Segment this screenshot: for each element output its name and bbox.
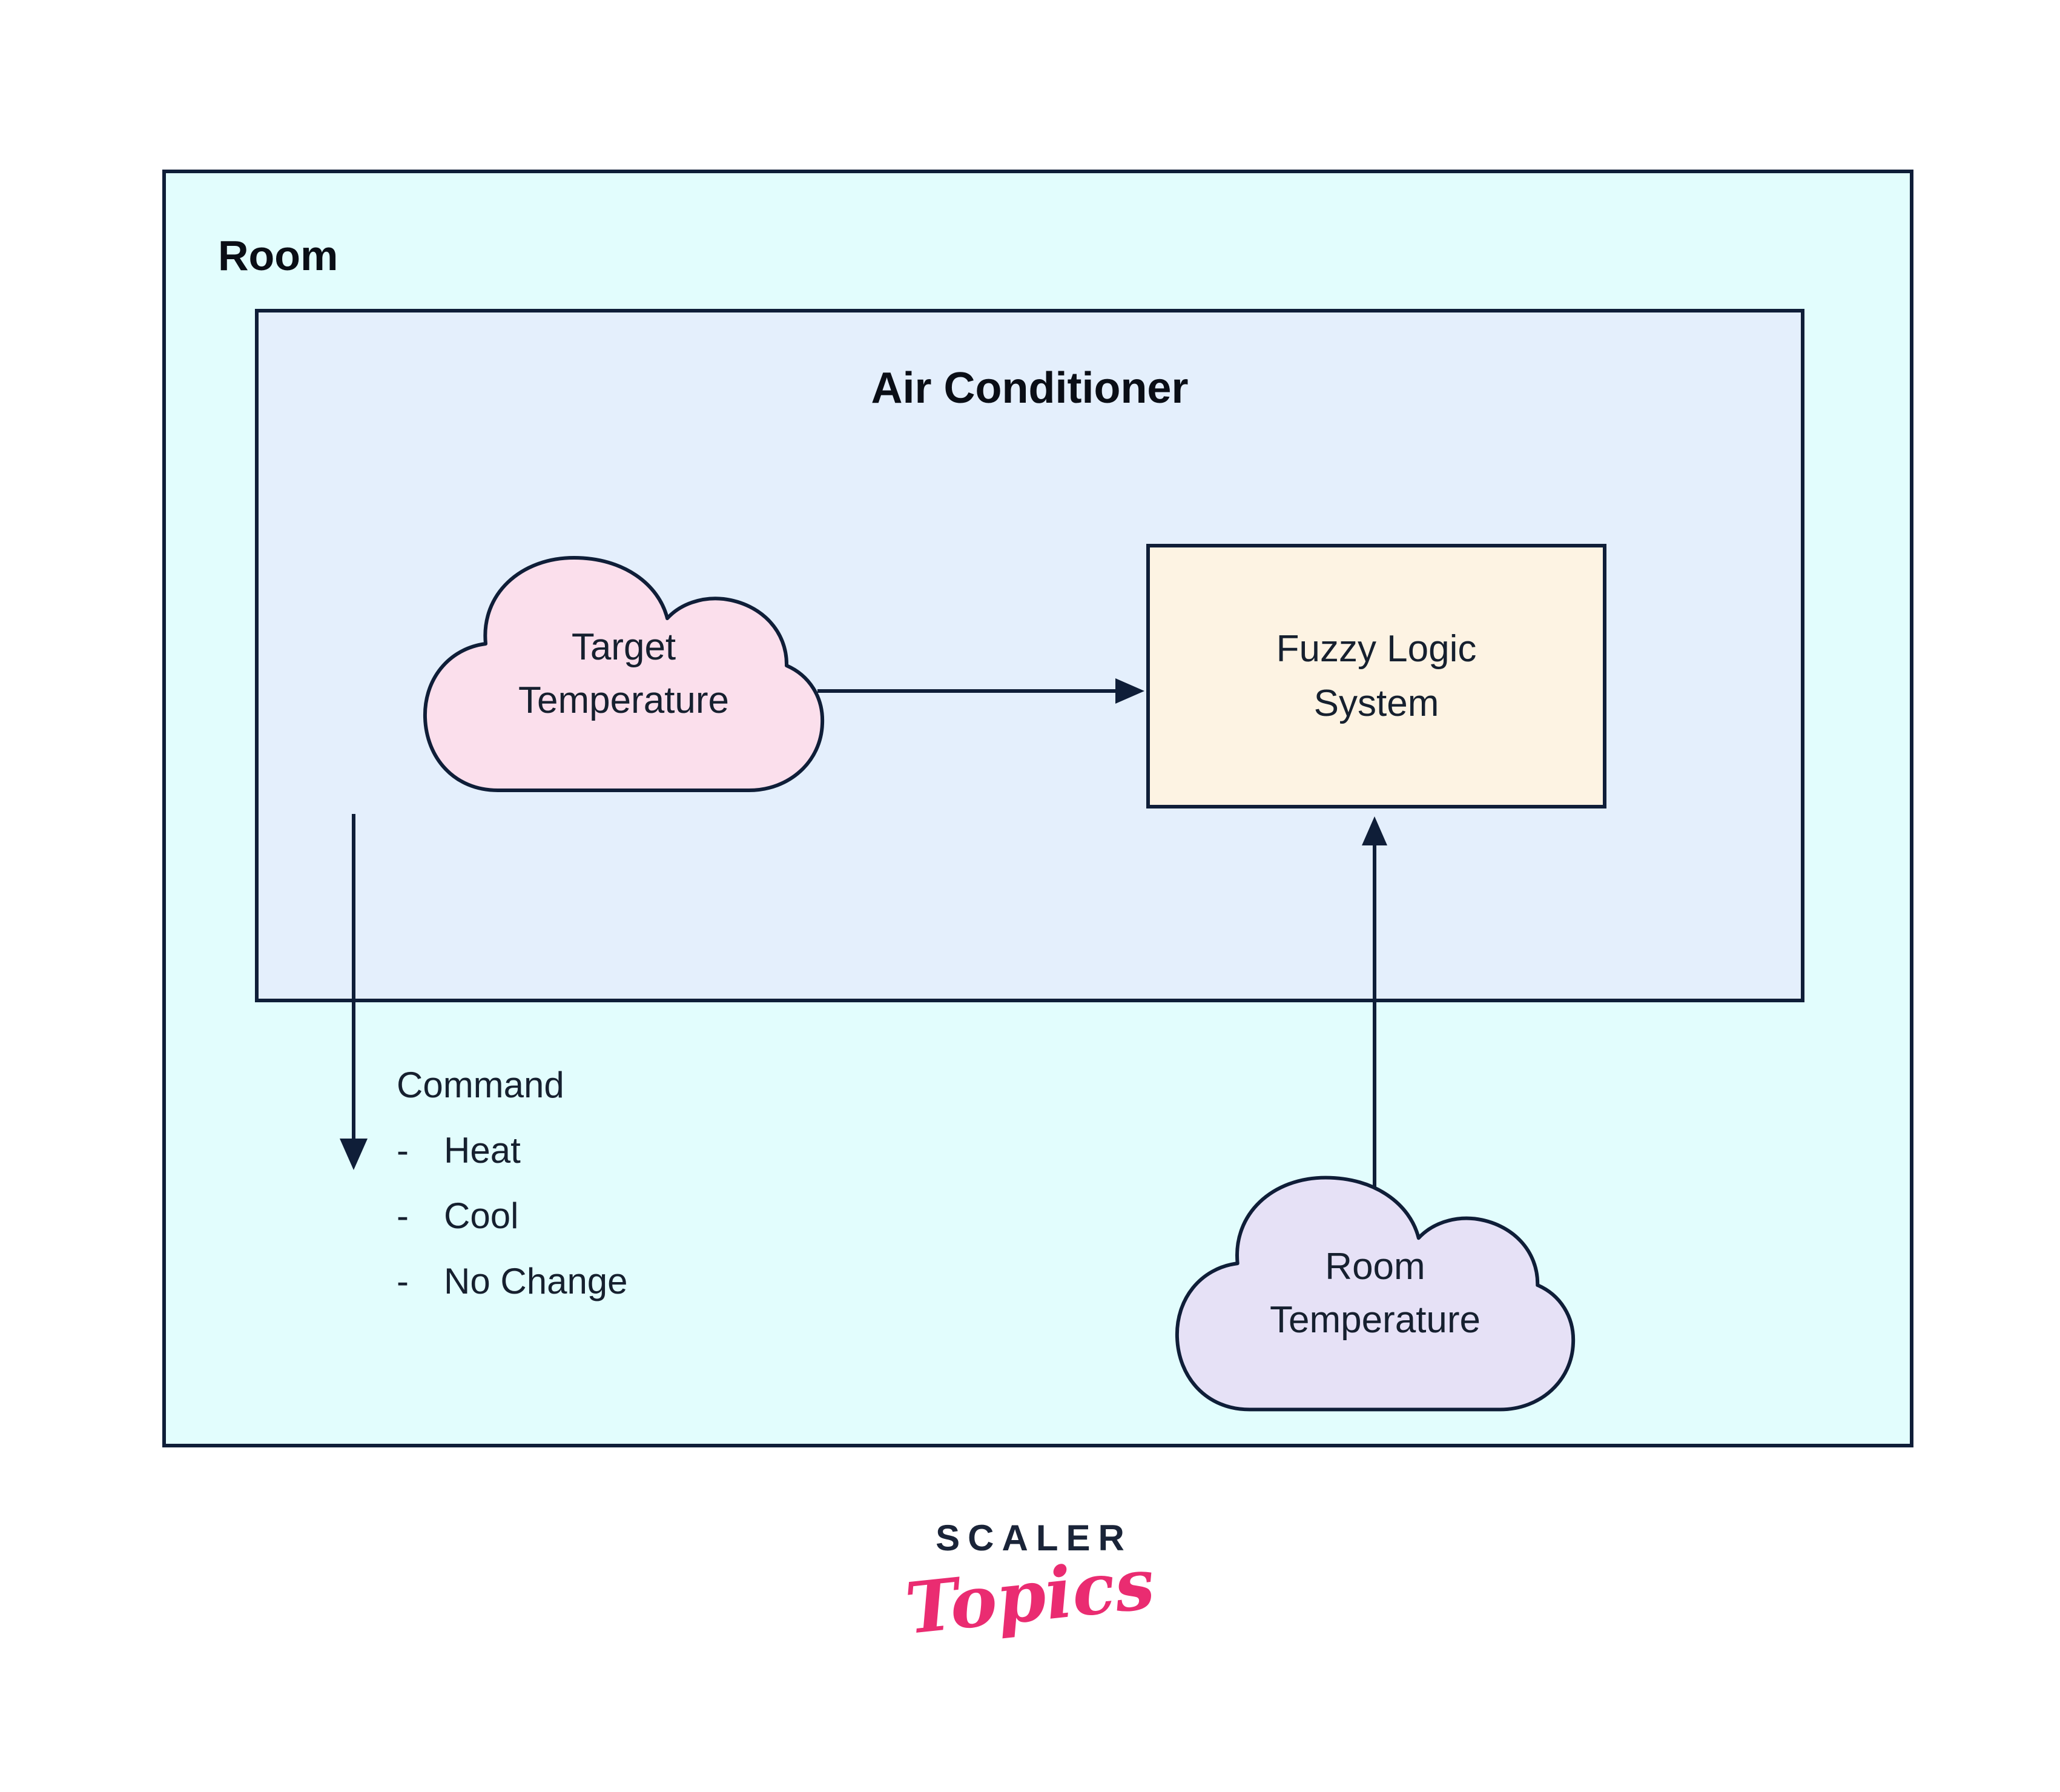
- fuzzy-logic-system-box: Fuzzy Logic System: [1146, 544, 1606, 808]
- room-temperature-line2: Temperature: [1269, 1299, 1481, 1341]
- target-temperature-line2: Temperature: [518, 679, 730, 721]
- target-to-fuzzy-arrowhead: [1115, 678, 1144, 704]
- target-temperature-cloud: [423, 556, 825, 792]
- scaler-topics-logo: SCALER Topics: [902, 1517, 1158, 1650]
- command-annotation: Command -Heat -Cool -No Change: [397, 1053, 628, 1314]
- command-item-no-change: -No Change: [397, 1249, 628, 1314]
- room-temperature-cloud: [1175, 1175, 1576, 1412]
- command-item-bullet: -: [397, 1261, 409, 1301]
- room-label: Room: [218, 232, 338, 279]
- command-item-bullet: -: [397, 1195, 409, 1236]
- command-item-bullet: -: [397, 1130, 409, 1171]
- command-item-heat: -Heat: [397, 1118, 628, 1183]
- command-item-heat-label: Heat: [444, 1130, 521, 1171]
- command-item-no-change-label: No Change: [444, 1261, 628, 1301]
- air-conditioner-label: Air Conditioner: [871, 364, 1189, 412]
- room-cloud-shape: [1175, 1175, 1576, 1412]
- fuzzy-logic-line2: System: [1313, 682, 1439, 724]
- command-item-cool: -Cool: [397, 1183, 628, 1249]
- command-item-cool-label: Cool: [444, 1195, 519, 1236]
- command-title: Command: [397, 1065, 564, 1105]
- target-temperature-label: Target Temperature: [419, 553, 828, 795]
- room-temperature-label: Room Temperature: [1171, 1172, 1579, 1415]
- fuzzy-logic-line1: Fuzzy Logic: [1276, 627, 1477, 670]
- room-temperature-line1: Room: [1325, 1246, 1425, 1288]
- roomtemp-to-fuzzy-arrowhead: [1362, 816, 1387, 845]
- target-cloud-shape: [423, 556, 825, 792]
- scaler-wordmark: SCALER: [936, 1518, 1132, 1558]
- command-arrowhead: [340, 1139, 368, 1170]
- target-temperature-line1: Target: [571, 626, 676, 668]
